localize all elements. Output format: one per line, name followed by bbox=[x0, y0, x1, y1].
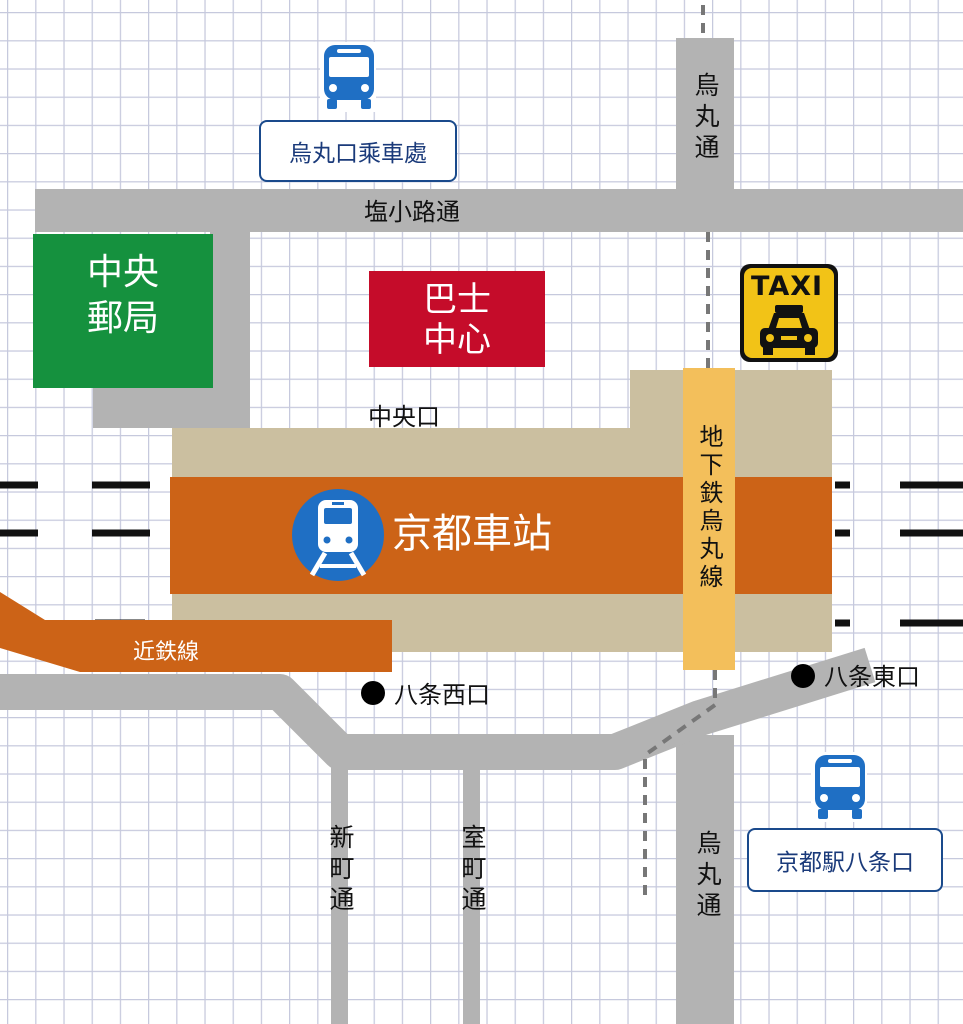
hachijo-road bbox=[0, 647, 876, 770]
kintetsu-line-label: 近鉄線 bbox=[133, 640, 200, 665]
karasuma-exit-bus-stop-label: 烏丸口乘車處 bbox=[289, 141, 427, 167]
hachijo-west-dot bbox=[361, 681, 385, 705]
station-name: 京都車站 bbox=[392, 511, 552, 557]
shiokoji-road bbox=[35, 189, 963, 232]
kintetsu-line bbox=[0, 592, 392, 672]
shinmachi-road bbox=[331, 760, 348, 1024]
subway-line-label: 地下鉄烏丸線 bbox=[695, 424, 723, 592]
hachijo-east-exit-label: 八条東口 bbox=[824, 663, 920, 691]
hachijo-exit-bus-stop-label: 京都駅八条口 bbox=[776, 850, 914, 876]
karasuma-road-north bbox=[676, 38, 734, 198]
shiokoji-street-label: 塩小路通 bbox=[364, 198, 460, 226]
train-icon bbox=[292, 489, 384, 581]
bus-icon bbox=[320, 42, 376, 112]
karasuma-street-south-label: 烏丸通 bbox=[693, 830, 722, 923]
karasuma-street-north-label: 烏丸通 bbox=[691, 72, 720, 165]
bus-icon bbox=[811, 752, 867, 822]
central-exit-label: 中央口 bbox=[368, 403, 440, 431]
shinmachi-street-label: 新町通 bbox=[326, 824, 355, 917]
bus-center-block bbox=[369, 271, 545, 367]
karasuma-exit-bus-stop: 烏丸口乘車處 bbox=[259, 120, 457, 182]
subway-bar bbox=[683, 368, 735, 670]
taxi-label: TAXI bbox=[751, 271, 824, 302]
post-office-lower-road bbox=[93, 385, 250, 428]
muromachi-street-label: 室町通 bbox=[458, 824, 487, 917]
hachijo-exit-bus-stop: 京都駅八条口 bbox=[747, 828, 943, 892]
post-office-block bbox=[33, 234, 213, 388]
taxi-icon bbox=[740, 264, 838, 362]
post-office-label: 中央 郵局 bbox=[86, 252, 159, 339]
bus-center-label: 巴士 中心 bbox=[423, 280, 491, 360]
hachijo-west-exit-label: 八条西口 bbox=[394, 681, 490, 709]
karasuma-road-south bbox=[676, 735, 734, 1024]
hachijo-east-dot bbox=[791, 664, 815, 688]
muromachi-road bbox=[463, 760, 480, 1024]
subway-dotted-line bbox=[643, 5, 717, 900]
roads bbox=[35, 38, 963, 1024]
